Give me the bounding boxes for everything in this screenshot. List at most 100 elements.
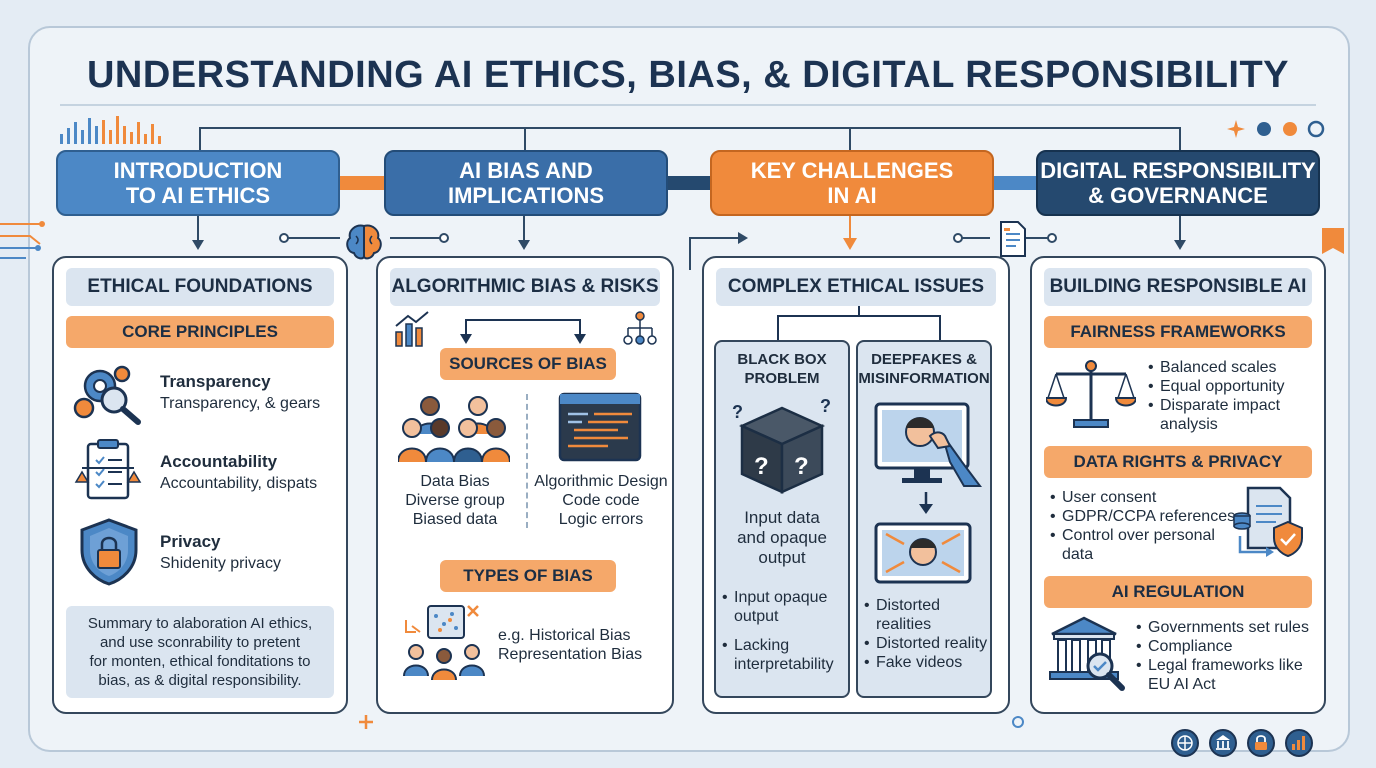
panel-complex-ethical-issues: COMPLEX ETHICAL ISSUES BLACK BOX PROBLEM… xyxy=(702,256,1010,714)
bias-types-block: e.g. Historical Bias Representation Bias xyxy=(498,626,642,664)
bank-icon[interactable] xyxy=(1208,728,1238,758)
list-line: Balanced scales xyxy=(1160,359,1277,376)
algorithmic-design-block: Algorithmic Design Code code Logic error… xyxy=(528,472,674,529)
split-arrows xyxy=(460,319,586,344)
black-box-title-line: BLACK BOX xyxy=(737,351,827,368)
data-bias-line: Diverse group xyxy=(405,492,505,509)
black-box-desc-line: output xyxy=(758,548,806,567)
mini-bars-icon xyxy=(60,116,161,144)
header-key-challenges: KEY CHALLENGES IN AI xyxy=(710,150,994,216)
panel-title: ALGORITHMIC BIAS & RISKS xyxy=(390,268,660,306)
fairness-list: Balanced scales Equal opportunity Dispar… xyxy=(1148,358,1318,434)
svg-text:?: ? xyxy=(754,453,769,480)
black-box-desc-line: Input data xyxy=(744,508,820,527)
plus-decor-icon xyxy=(359,715,373,729)
flowchart-icon xyxy=(623,311,657,345)
list-line: Governments set rules xyxy=(1148,619,1309,636)
header-line: & GOVERNANCE xyxy=(1088,183,1268,208)
list-item: Compliance xyxy=(1136,637,1322,656)
face-monitor-icon xyxy=(874,402,982,487)
code-window-icon xyxy=(558,392,642,462)
list-line: Equal opportunity xyxy=(1160,378,1285,395)
list-line: EU AI Act xyxy=(1148,676,1216,693)
svg-text:?: ? xyxy=(820,396,831,416)
question-cube-icon: ? ? ? ? xyxy=(732,396,831,494)
deepfakes-title-line: DEEPFAKES & xyxy=(871,351,977,368)
brain-icon xyxy=(346,224,382,260)
lock-badge-icon[interactable] xyxy=(1246,728,1276,758)
list-line: Control over personal xyxy=(1062,527,1215,544)
page-title: UNDERSTANDING AI ETHICS, BIAS, & DIGITAL… xyxy=(86,54,1290,96)
svg-text:?: ? xyxy=(794,453,809,480)
header-bracket-lines xyxy=(192,127,1186,270)
deepfakes-title: DEEPFAKES & MISINFORMATION xyxy=(858,350,990,388)
gears-magnifier-icon xyxy=(73,365,141,425)
list-item: Fake videos xyxy=(864,653,988,672)
header-digital-responsibility: DIGITAL RESPONSIBILITY & GOVERNANCE xyxy=(1036,150,1320,216)
black-box-title: BLACK BOX PROBLEM xyxy=(716,350,848,388)
list-line: Input opaque xyxy=(734,589,828,606)
black-box-desc-line: and opaque xyxy=(737,528,827,547)
panel-building-responsible-ai: BUILDING RESPONSIBLE AI FAIRNESS FRAMEWO… xyxy=(1030,256,1326,714)
growth-chart-icon[interactable] xyxy=(1284,728,1314,758)
header-line: INTRODUCTION xyxy=(113,158,283,183)
principle-name: Transparency xyxy=(160,372,271,391)
document-icon xyxy=(1000,221,1026,257)
header-line: IMPLICATIONS xyxy=(447,183,605,208)
black-box-box: BLACK BOX PROBLEM ? ? ? ? Input data and… xyxy=(714,340,850,698)
fairness-frameworks-pill: FAIRNESS FRAMEWORKS xyxy=(1044,316,1312,348)
core-principles-pill: CORE PRINCIPLES xyxy=(66,316,334,348)
document-shield-icon xyxy=(1233,486,1303,558)
list-line: analysis xyxy=(1160,416,1218,433)
summary-line: bias, as & digital responsibility. xyxy=(98,672,302,689)
list-item: Governments set rules xyxy=(1136,618,1322,637)
svg-text:?: ? xyxy=(732,402,743,422)
list-line: realities xyxy=(876,616,932,633)
list-line: Distorted reality xyxy=(876,635,988,652)
summary-line: for monten, ethical fonditations to xyxy=(89,653,311,670)
clipboard-scales-icon xyxy=(74,439,142,500)
data-rights-list: User consent GDPR/CCPA references Contro… xyxy=(1050,488,1250,564)
data-bias-line: Biased data xyxy=(412,511,498,528)
connector-1-2 xyxy=(340,176,384,190)
panel-algorithmic-bias: ALGORITHMIC BIAS & RISKS SOURCES OF BIAS… xyxy=(376,256,674,714)
panel-title: ETHICAL FOUNDATIONS xyxy=(66,268,334,306)
list-line: User consent xyxy=(1062,489,1157,506)
principle-desc: Transparency, & gears xyxy=(160,395,321,412)
header-ai-bias: AI BIAS AND IMPLICATIONS xyxy=(384,150,668,216)
down-arrow-icon xyxy=(919,492,933,514)
list-line: output xyxy=(734,608,779,625)
panel-ethical-foundations: ETHICAL FOUNDATIONS CORE PRINCIPLES Tran… xyxy=(52,256,348,714)
principle-desc: Accountability, dispats xyxy=(160,475,318,492)
regulation-list: Governments set rules Compliance Legal f… xyxy=(1136,618,1322,694)
list-line: Compliance xyxy=(1148,638,1233,655)
list-item: Balanced scales xyxy=(1148,358,1318,377)
list-item: Input opaque output xyxy=(722,588,846,626)
algo-line: Logic errors xyxy=(558,511,644,528)
courthouse-icon xyxy=(1049,616,1125,691)
list-item: User consent xyxy=(1050,488,1250,507)
distorted-face-monitor-icon xyxy=(874,522,972,584)
list-line: interpretability xyxy=(734,656,834,673)
panel-title: BUILDING RESPONSIBLE AI xyxy=(1044,268,1312,306)
header-intro-ai-ethics: INTRODUCTION TO AI ETHICS xyxy=(56,150,340,216)
orange-tag-icon xyxy=(1322,228,1344,254)
bar-chart-icon xyxy=(395,311,429,347)
deepfakes-box: DEEPFAKES & MISINFORMATION Distortedreal… xyxy=(856,340,992,698)
principle-name: Accountability xyxy=(160,452,278,471)
data-rights-privacy-pill: DATA RIGHTS & PRIVACY xyxy=(1044,446,1312,478)
circle-decor-icon xyxy=(1012,716,1024,728)
sources-of-bias-pill: SOURCES OF BIAS xyxy=(440,348,616,380)
ai-regulation-pill: AI REGULATION xyxy=(1044,576,1312,608)
deepfakes-title-line: MISINFORMATION xyxy=(858,370,990,387)
globe-icon[interactable] xyxy=(1170,728,1200,758)
header-line: TO AI ETHICS xyxy=(125,183,271,208)
shield-lock-icon xyxy=(80,518,138,586)
bias-type: Representation Bias xyxy=(498,646,643,663)
summary-box: Summary to alaboration AI ethics, and us… xyxy=(66,606,334,698)
list-line: Disparate impact xyxy=(1160,397,1281,414)
scales-icon xyxy=(1046,360,1136,428)
